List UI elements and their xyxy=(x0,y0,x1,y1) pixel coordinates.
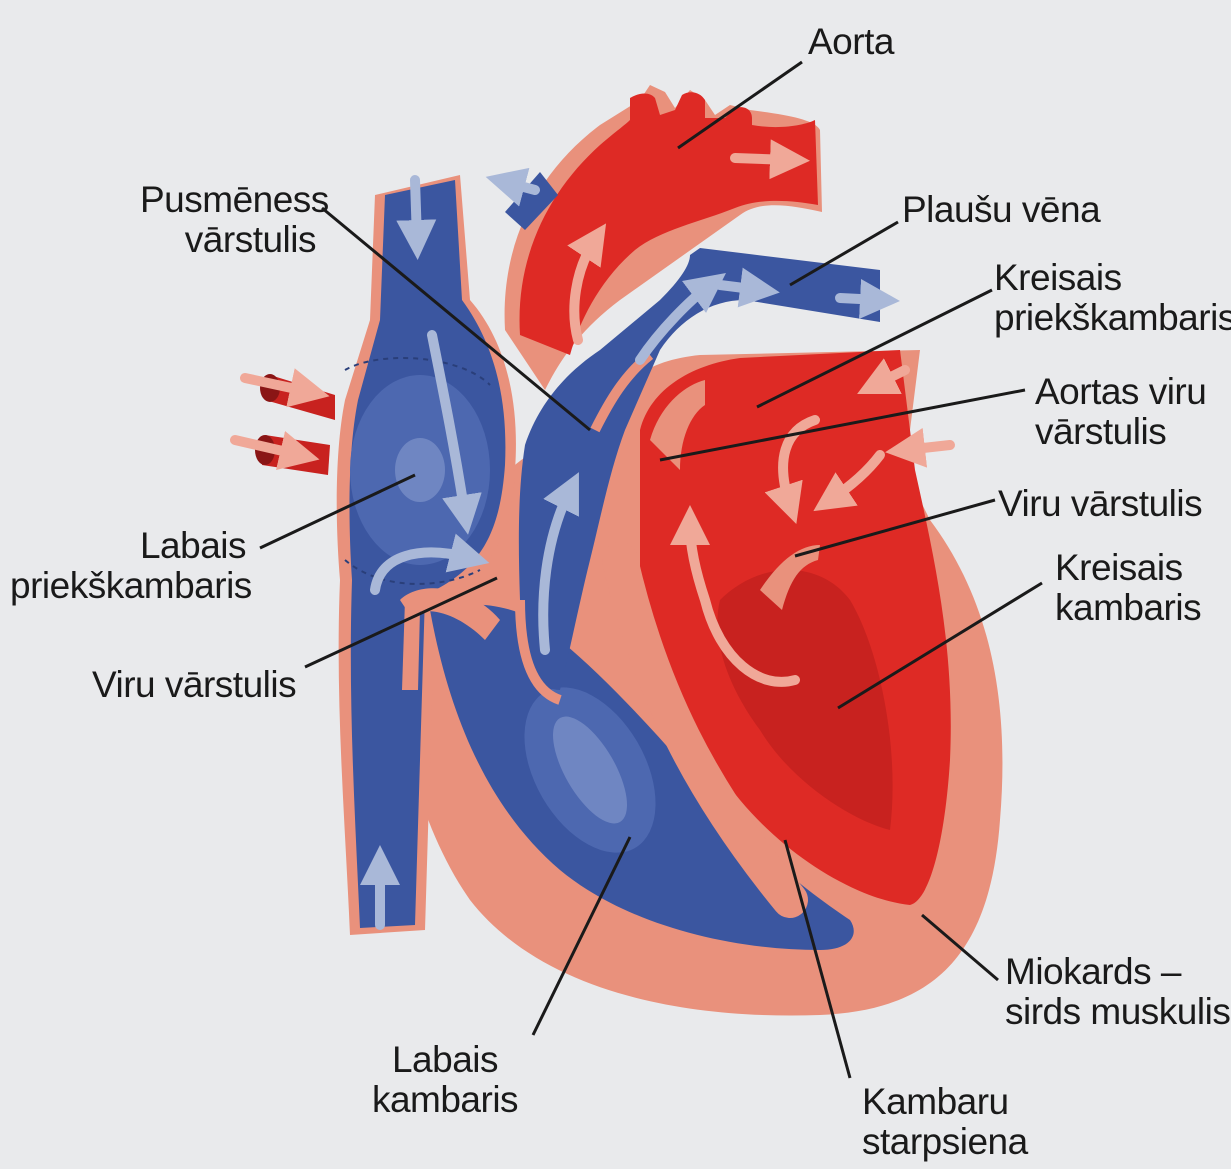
label-viru-varstulis-right: Viru vārstulis xyxy=(998,484,1202,524)
label-aortas-viru-varstulis: Aortas viru vārstulis xyxy=(1035,372,1206,452)
label-kreisais-priekskambaris: Kreisais priekškambaris xyxy=(994,258,1231,338)
label-labais-kambaris: Labais kambaris xyxy=(360,1040,530,1120)
label-labais-priekskambaris: Labais priekškambaris xyxy=(10,526,246,606)
label-plausu-vena: Plaušu vēna xyxy=(902,190,1100,230)
label-kambaru-starpsiena: Kambaru starpsiena xyxy=(862,1082,1028,1162)
label-aorta: Aorta xyxy=(808,22,894,62)
label-pusmeness-varstulis: Pusmēness vārstulis xyxy=(140,180,316,260)
label-viru-varstulis-left: Viru vārstulis xyxy=(92,665,296,705)
label-miokards: Miokards – sirds muskulis xyxy=(1005,952,1230,1032)
label-kreisais-kambaris: Kreisais kambaris xyxy=(1055,548,1201,628)
